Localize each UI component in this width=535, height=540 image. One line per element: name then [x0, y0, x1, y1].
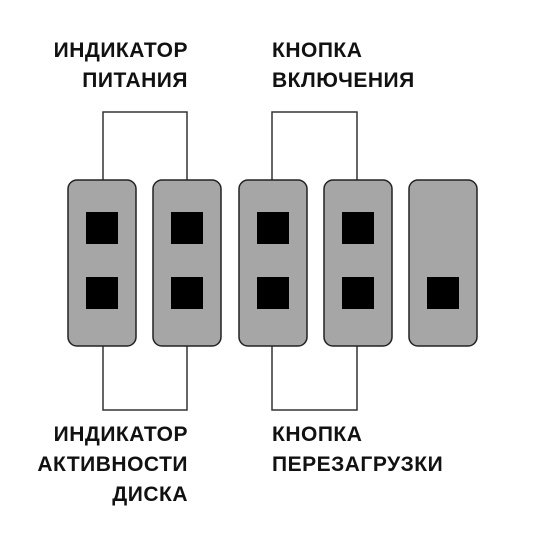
pin-column-3: [238, 179, 308, 347]
label-line: ПЕРЕЗАГРУЗКИ: [272, 453, 444, 476]
pin-contact: [342, 277, 374, 309]
pin-contact: [257, 277, 289, 309]
label-reset-button: КНОПКА ПЕРЕЗАГРУЗКИ: [272, 420, 443, 480]
wire-reset-button: [271, 346, 358, 411]
pin-column-4: [323, 179, 393, 347]
label-line: ИНДИКАТОР: [53, 423, 188, 446]
pin-contact: [86, 212, 118, 244]
pin-contact: [257, 212, 289, 244]
wire-hdd-led: [102, 346, 188, 411]
label-line: КНОПКА: [272, 423, 363, 446]
label-line: АКТИВНОСТИ: [37, 453, 188, 476]
pin-contact: [427, 277, 459, 309]
label-hdd-led: ИНДИКАТОР АКТИВНОСТИ ДИСКА: [20, 420, 188, 510]
label-line: КНОПКА: [272, 39, 363, 62]
label-line: ИНДИКАТОР: [53, 39, 188, 62]
pin-column-5: [408, 179, 478, 347]
label-line: ДИСКА: [112, 483, 188, 506]
wire-power-led: [102, 111, 188, 180]
pin-contact: [171, 212, 203, 244]
pin-contact: [342, 212, 374, 244]
label-power-button: КНОПКА ВКЛЮЧЕНИЯ: [272, 36, 415, 96]
pin-column-2: [152, 179, 222, 347]
label-power-led: ИНДИКАТОР ПИТАНИЯ: [20, 36, 188, 96]
pin-column-1: [67, 179, 137, 347]
pin-contact: [171, 277, 203, 309]
wire-power-button: [271, 111, 358, 180]
label-line: ПИТАНИЯ: [82, 69, 188, 92]
label-line: ВКЛЮЧЕНИЯ: [272, 69, 415, 92]
pin-contact: [86, 277, 118, 309]
